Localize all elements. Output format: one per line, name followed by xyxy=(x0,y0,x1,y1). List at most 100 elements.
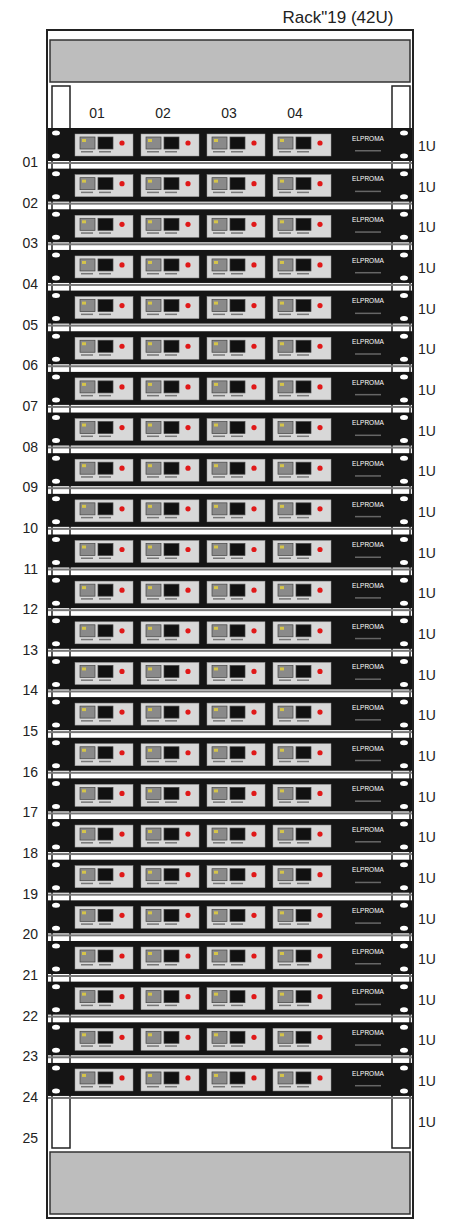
rj45-port xyxy=(278,665,293,677)
status-led xyxy=(251,669,256,674)
port-label xyxy=(147,679,159,681)
rj45-port xyxy=(278,747,293,759)
status-led xyxy=(119,466,124,471)
port-label xyxy=(147,761,159,763)
rj45-port xyxy=(98,462,113,474)
rj45-port xyxy=(230,381,245,393)
port-label xyxy=(99,395,111,397)
mount-hole xyxy=(400,1088,408,1093)
mount-hole xyxy=(400,212,408,217)
mount-hole xyxy=(400,1048,408,1053)
status-led xyxy=(185,262,190,267)
module xyxy=(207,784,265,806)
unit-height: 1U xyxy=(418,383,436,397)
row-number: 10 xyxy=(22,521,38,535)
port-label xyxy=(165,436,177,438)
rj45-port xyxy=(212,544,227,556)
port-label xyxy=(279,314,291,316)
module xyxy=(207,459,265,481)
status-led xyxy=(119,425,124,430)
status-led xyxy=(317,222,322,227)
rj45-port xyxy=(98,300,113,312)
unit-height: 1U xyxy=(418,749,436,763)
panel-body xyxy=(48,128,412,161)
port-led xyxy=(214,952,218,955)
port-led xyxy=(280,952,284,955)
status-led xyxy=(251,710,256,715)
row-number: 17 xyxy=(22,805,38,819)
status-led xyxy=(119,628,124,633)
module xyxy=(273,297,331,319)
status-led xyxy=(185,750,190,755)
port-label xyxy=(147,558,159,560)
port-label xyxy=(297,395,309,397)
rj45-port xyxy=(80,544,95,556)
module xyxy=(141,581,199,603)
panel-gap xyxy=(48,731,412,733)
rj45-port xyxy=(212,259,227,271)
row-number: 23 xyxy=(22,1049,38,1063)
port-label xyxy=(99,1045,111,1047)
port-label xyxy=(213,436,225,438)
module xyxy=(207,337,265,359)
mount-hole xyxy=(400,275,408,280)
module xyxy=(207,541,265,563)
port-led xyxy=(148,830,152,833)
port-label xyxy=(279,883,291,885)
port-led xyxy=(82,871,86,874)
panel-body xyxy=(48,941,412,974)
port-label xyxy=(231,842,243,844)
port-label xyxy=(297,842,309,844)
model-mark xyxy=(355,1004,381,1006)
port-label xyxy=(81,354,93,356)
rj45-port xyxy=(164,869,179,881)
mount-hole xyxy=(400,519,408,524)
port-label xyxy=(297,679,309,681)
mount-hole xyxy=(400,293,408,298)
unit-height: 1U xyxy=(418,912,436,926)
port-label xyxy=(99,436,111,438)
port-label xyxy=(297,232,309,234)
module xyxy=(207,866,265,888)
status-led xyxy=(251,547,256,552)
port-led xyxy=(148,302,152,305)
panel-gap xyxy=(48,975,412,977)
port-label xyxy=(231,1086,243,1088)
rj45-port xyxy=(230,544,245,556)
mount-hole xyxy=(400,781,408,786)
rj45-port xyxy=(164,137,179,149)
port-label xyxy=(99,964,111,966)
mount-hole xyxy=(400,822,408,827)
port-label xyxy=(99,1086,111,1088)
panel-body xyxy=(48,1022,412,1055)
mount-hole xyxy=(400,763,408,768)
module xyxy=(273,541,331,563)
rj45-port xyxy=(146,665,161,677)
module xyxy=(273,500,331,522)
port-label xyxy=(147,436,159,438)
mount-hole xyxy=(52,618,60,623)
port-led xyxy=(214,789,218,792)
module xyxy=(273,622,331,644)
port-led xyxy=(148,180,152,183)
panel-gap xyxy=(48,447,412,449)
row-number: 12 xyxy=(22,602,38,616)
mount-hole xyxy=(52,496,60,501)
row-number: 16 xyxy=(22,765,38,779)
module xyxy=(75,906,133,928)
model-mark xyxy=(355,597,381,599)
port-led xyxy=(280,993,284,996)
port-label xyxy=(297,354,309,356)
rj45-port xyxy=(80,625,95,637)
port-led xyxy=(280,749,284,752)
mount-hole xyxy=(52,1048,60,1053)
panel-body xyxy=(48,900,412,933)
mount-hole xyxy=(52,316,60,321)
status-led xyxy=(317,710,322,715)
port-led xyxy=(82,1033,86,1036)
panel-body xyxy=(48,413,412,446)
port-label xyxy=(147,1045,159,1047)
mount-hole xyxy=(52,1025,60,1030)
rj45-port xyxy=(98,584,113,596)
module xyxy=(75,215,133,237)
